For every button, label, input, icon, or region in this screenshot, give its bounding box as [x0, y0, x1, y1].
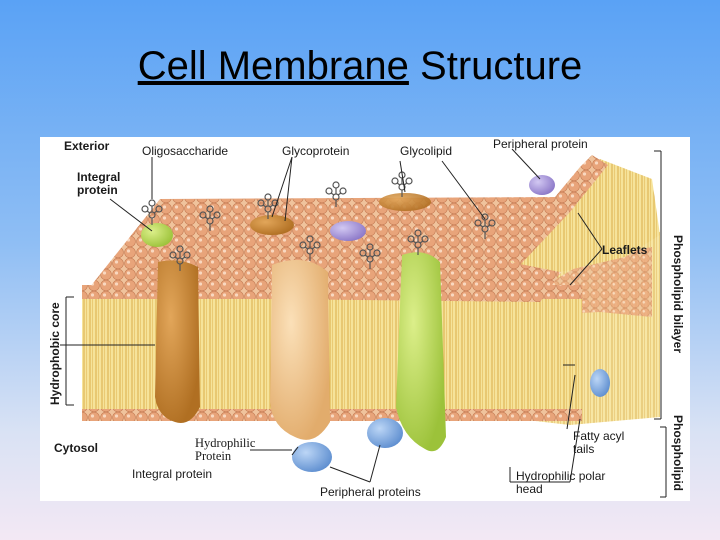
label-phospholipid: Phospholipid	[671, 415, 685, 491]
glycoprotein-cap	[250, 215, 294, 235]
membrane-illustration	[60, 148, 667, 498]
peripheral-protein-bottom-2	[367, 418, 403, 448]
label-hydrophilic-polar-head: Hydrophilic polar head	[516, 469, 606, 496]
peripheral-protein-bottom-3	[590, 369, 610, 397]
label-exterior: Exterior	[64, 139, 110, 153]
label-oligosaccharide: Oligosaccharide	[142, 144, 229, 158]
peripheral-protein-bottom-1	[292, 442, 332, 472]
membrane-figure: Exterior Oligosaccharide Glycoprotein Gl…	[40, 137, 690, 501]
title-rest: Structure	[408, 44, 583, 88]
label-fatty-acyl-tails: Fatty acyl tails	[573, 429, 625, 456]
label-phospholipid-bilayer: Phospholipid bilayer	[671, 235, 685, 354]
integral-protein-tan	[270, 259, 330, 440]
integral-protein-green	[396, 252, 446, 452]
label-hydrophilic-protein: Hydrophilic Protein	[195, 436, 256, 463]
label-peripheral-protein: Peripheral protein	[493, 137, 588, 151]
peripheral-protein-top-purple	[330, 221, 366, 241]
label-peripheral-proteins: Peripheral proteins	[320, 485, 421, 499]
label-glycolipid: Glycolipid	[400, 144, 453, 158]
hydrophobic-core-bracket	[65, 296, 74, 406]
label-integral-protein-top: Integral protein	[77, 170, 121, 197]
label-cytosol: Cytosol	[54, 441, 99, 455]
bottom-head-row	[82, 409, 582, 421]
title-underlined: Cell Membrane	[137, 44, 409, 88]
slide-title: Cell Membrane Structure	[0, 44, 720, 89]
label-hydrophobic-core: Hydrophobic core	[48, 302, 62, 405]
integral-protein-brown	[155, 260, 200, 423]
front-head-row	[82, 285, 582, 299]
glycolipid-cap	[379, 193, 431, 211]
label-leaflets: Leaflets	[602, 243, 648, 257]
raised-flap-heads	[502, 155, 608, 265]
label-integral-protein-bottom: Integral protein	[132, 467, 213, 481]
label-glycoprotein: Glycoprotein	[282, 144, 350, 158]
phospholipid-bilayer-bracket	[654, 150, 667, 498]
peripheral-protein-flap	[529, 175, 555, 195]
raised-flap-tails	[510, 159, 660, 272]
